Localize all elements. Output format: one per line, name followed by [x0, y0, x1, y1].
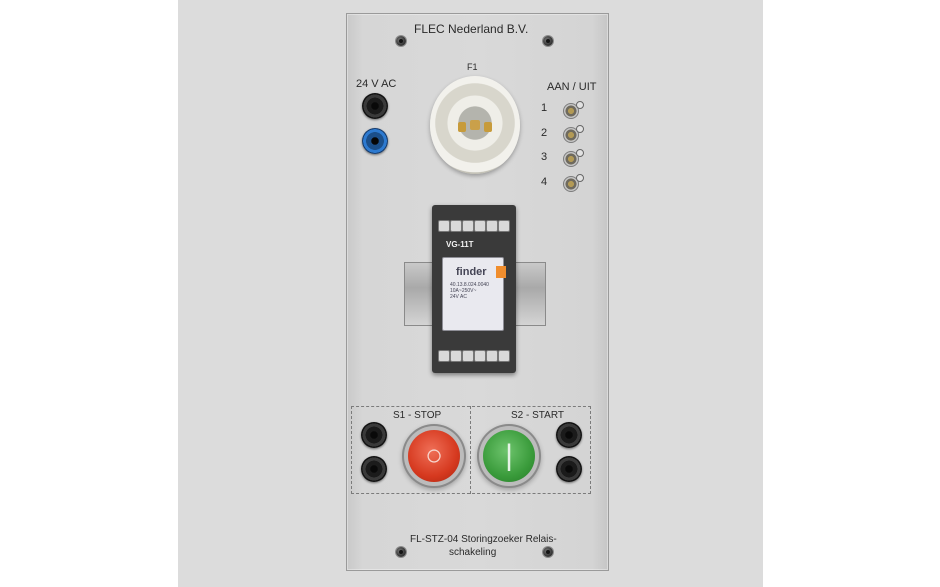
terminal[interactable]	[498, 350, 510, 362]
terminal[interactable]	[474, 220, 486, 232]
fuse-label: F1	[467, 62, 478, 72]
lamp-contact-right	[484, 122, 492, 132]
supply-socket-black[interactable]	[362, 93, 388, 119]
relay-body	[442, 257, 504, 331]
background-left	[0, 0, 178, 587]
manufacturer-label: FLEC Nederland B.V.	[414, 22, 529, 36]
toggle-switch-3[interactable]	[563, 149, 584, 167]
stop-socket-top[interactable]	[361, 422, 387, 448]
screw-bottom-left	[396, 547, 406, 557]
stop-button[interactable]: ○	[408, 430, 460, 482]
terminal[interactable]	[462, 350, 474, 362]
supply-socket-blue[interactable]	[362, 128, 388, 154]
relay-terminals-top	[438, 220, 510, 232]
terminal[interactable]	[474, 350, 486, 362]
lamp-contact-center	[470, 120, 480, 130]
terminal[interactable]	[498, 220, 510, 232]
relay-spec-line: 10A~250V~	[450, 288, 477, 294]
relay-spec-text: 40.13.8.024.0040 10A~250V~ 24V AC	[450, 282, 489, 300]
screw-bottom-right	[543, 547, 553, 557]
terminal[interactable]	[450, 220, 462, 232]
terminal[interactable]	[450, 350, 462, 362]
stop-label: S1 - STOP	[393, 410, 442, 421]
footer-line-1: FL-STZ-04 Storingzoeker Relais-	[410, 534, 557, 545]
switch-number: 3	[541, 151, 548, 163]
terminal[interactable]	[462, 220, 474, 232]
stop-socket-bottom[interactable]	[361, 456, 387, 482]
supply-label: 24 V AC	[356, 78, 397, 90]
terminal[interactable]	[438, 220, 450, 232]
relay-model-label: VG-11T	[446, 240, 474, 249]
switch-number: 1	[541, 102, 548, 114]
terminal[interactable]	[486, 220, 498, 232]
start-socket-bottom[interactable]	[556, 456, 582, 482]
switch-number: 2	[541, 127, 548, 139]
lamp-contact-left	[458, 122, 466, 132]
relay-indicator	[496, 266, 506, 278]
start-button[interactable]: |	[483, 430, 535, 482]
relay-spec-line: 40.13.8.024.0040	[450, 282, 489, 288]
screw-top-left	[396, 36, 406, 46]
terminal[interactable]	[486, 350, 498, 362]
relay-spec-line: 24V AC	[450, 294, 467, 300]
lamp-holder	[430, 76, 520, 174]
pushbutton-divider	[470, 406, 471, 494]
pushbutton-area	[351, 406, 591, 494]
screw-top-right	[543, 36, 553, 46]
background-right	[763, 0, 940, 587]
toggle-switch-4[interactable]	[563, 174, 584, 192]
toggle-switch-2[interactable]	[563, 125, 584, 143]
switch-header: AAN / UIT	[547, 81, 597, 93]
start-symbol-icon: |	[505, 439, 513, 472]
start-label: S2 - START	[511, 410, 564, 421]
terminal[interactable]	[438, 350, 450, 362]
relay-brand-logo: finder	[456, 266, 487, 278]
toggle-switch-1[interactable]	[563, 101, 584, 119]
switch-number: 4	[541, 176, 548, 188]
stop-symbol-icon: ○	[424, 439, 444, 472]
start-socket-top[interactable]	[556, 422, 582, 448]
footer-line-2: schakeling	[449, 547, 497, 558]
relay-terminals-bottom	[438, 350, 510, 362]
